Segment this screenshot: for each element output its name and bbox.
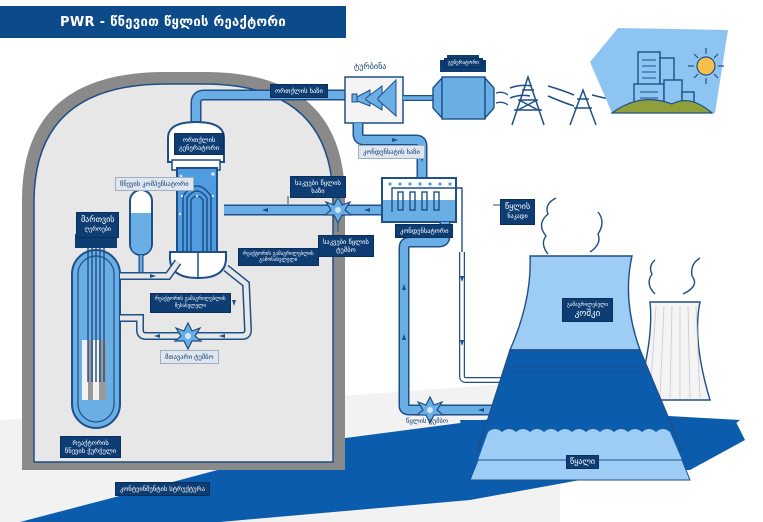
feedwater-pump <box>323 195 353 225</box>
hills <box>610 99 714 114</box>
fuel-assembly <box>82 340 106 400</box>
label-cooling-tower: გამაგრილებელი კოშკი <box>562 298 613 322</box>
label-feedwater-pump: საკვები წყლის ტუმბო <box>318 235 374 257</box>
page-title: PWR - წნევით წყლის რეაქტორი <box>0 6 346 38</box>
label-pressure-vessel: რეაქტორის წნევის ჭურჭელი <box>60 436 122 458</box>
turbine-blades <box>351 78 397 118</box>
label-main-pump: მთავარი ტუმბო <box>160 350 219 364</box>
control-rods <box>87 248 105 382</box>
tower-water <box>478 429 682 460</box>
sun-icon <box>688 48 724 84</box>
label-water-pump: წყლის ტუმბო <box>406 417 448 425</box>
label-condenser: კონდენსატორი <box>395 224 454 238</box>
label-control-rods: მართვის ღეროები <box>76 212 120 238</box>
label-steam-generator: ორთქლის გენერატორი <box>174 133 225 155</box>
label-water: წყალი <box>566 455 599 469</box>
label-cooling-water: წყლის ნაკადი <box>500 199 536 225</box>
label-condensate-line: კონდენსატის ხაზი <box>358 145 425 159</box>
cooling-water-loop <box>398 222 620 440</box>
label-coolant-inlet: რეაქტორის გამაგრილებლის შესასვლელი <box>150 293 231 313</box>
label-containment: კონტეინმენტის სტრუქტურა <box>115 482 210 496</box>
water-pump <box>415 395 445 425</box>
label-feedwater-line: საკვები წყლის ხაზი <box>290 176 346 198</box>
label-pressurizer: წნევის კომპენსატორი <box>115 177 194 191</box>
label-steam-line: ორთქლის ხაზი <box>270 84 328 98</box>
main-coolant-pump <box>173 321 203 351</box>
label-turbine: ტურბინა <box>354 62 387 71</box>
label-generator: გენერატორი <box>444 58 483 68</box>
transmission-towers <box>509 74 615 126</box>
label-coolant-outlet: რეაქტორის გამაგრილებლის გამოსასვლელი <box>238 248 319 266</box>
